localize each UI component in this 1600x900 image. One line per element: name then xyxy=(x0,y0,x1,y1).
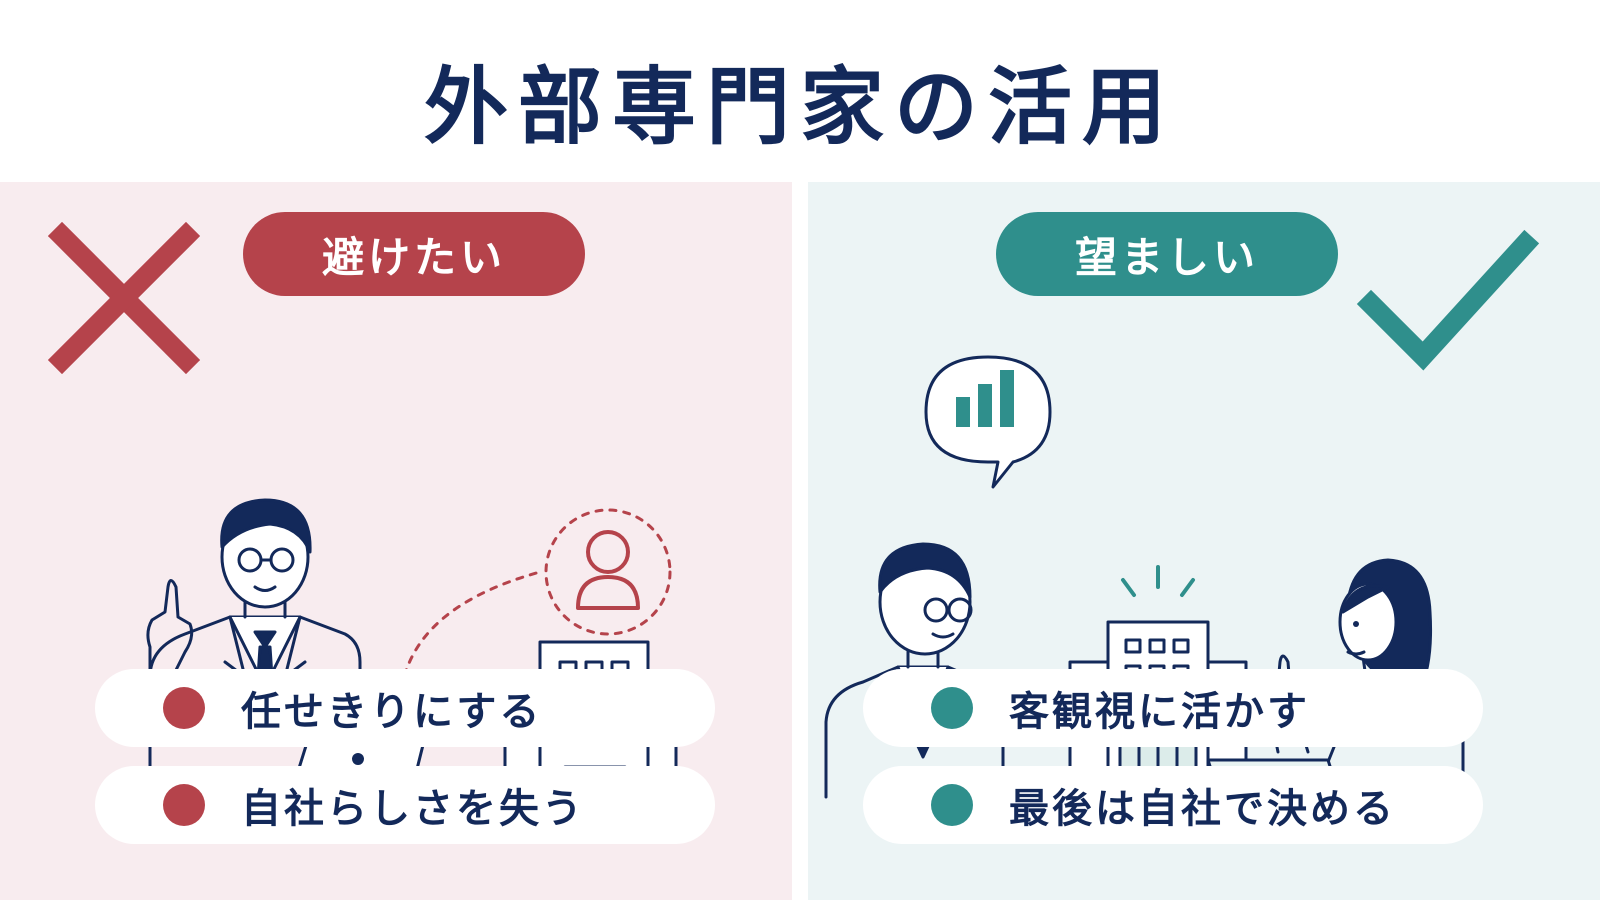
bullet-icon xyxy=(931,687,973,729)
checkmark-icon xyxy=(1356,229,1540,371)
avoid-item-text: 任せきりにする xyxy=(241,689,543,735)
bullet-icon xyxy=(163,784,205,826)
avoid-illustration xyxy=(110,498,697,799)
preferred-illustration xyxy=(824,355,1465,824)
page-title: 外部専門家の活用 xyxy=(423,58,1176,156)
avoid-item-text: 自社らしさを失う xyxy=(241,786,585,832)
preferred-label: 望ましい xyxy=(996,212,1338,296)
avoid-item: 自社らしさを失う xyxy=(95,766,715,844)
avoid-item: 任せきりにする xyxy=(95,669,715,747)
avoid-panel: 避けたい xyxy=(0,182,792,900)
preferred-item-text: 客観視に活かす xyxy=(1009,689,1310,735)
bullet-icon xyxy=(163,687,205,729)
cross-icon xyxy=(48,222,200,374)
bullet-icon xyxy=(931,784,973,826)
preferred-panel: 望ましい xyxy=(808,182,1600,900)
preferred-item-text: 最後は自社で決める xyxy=(1009,786,1396,832)
preferred-item: 最後は自社で決める xyxy=(863,766,1483,844)
avoid-label: 避けたい xyxy=(243,212,585,296)
preferred-item: 客観視に活かす xyxy=(863,669,1483,747)
